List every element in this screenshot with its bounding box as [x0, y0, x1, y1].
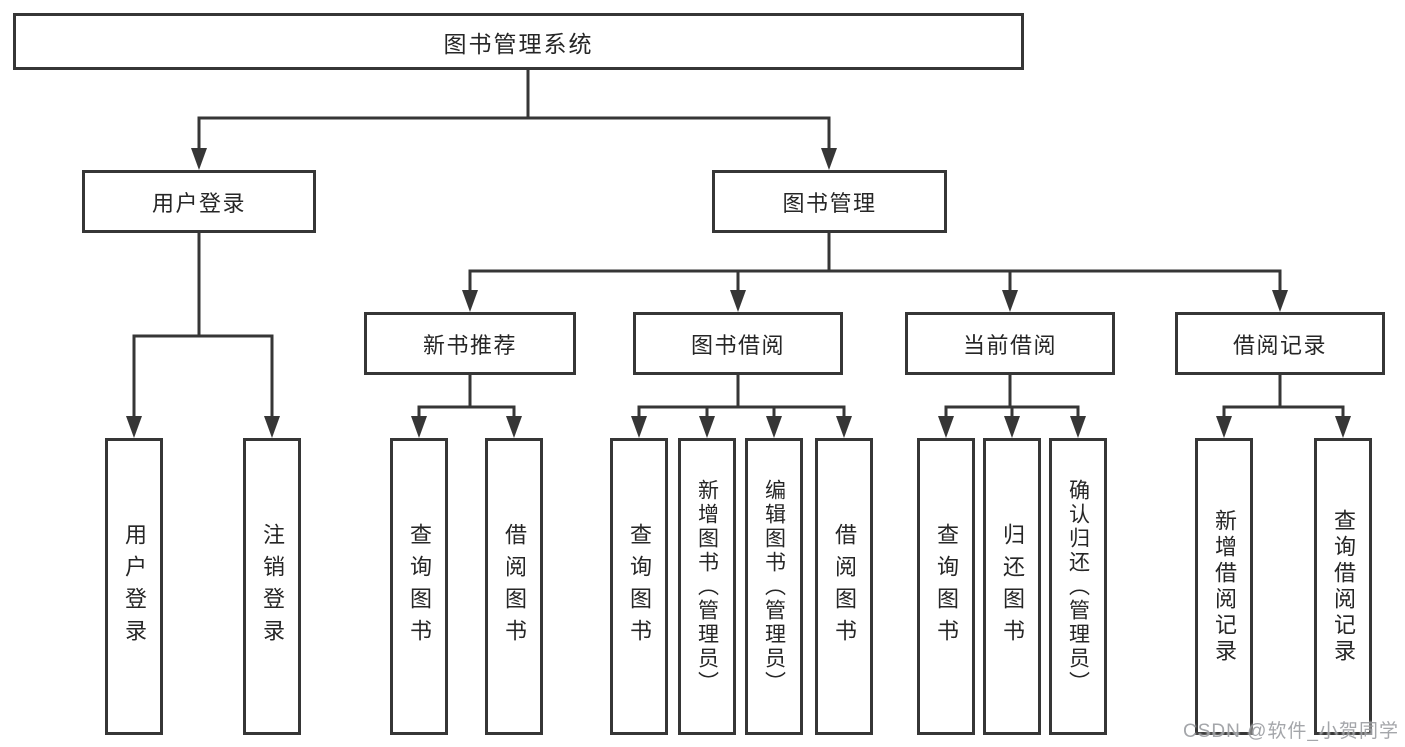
leaf-return-books: 归还图书	[983, 438, 1041, 735]
node-borrow-records-label: 借阅记录	[1232, 332, 1327, 358]
node-book-management: 图书管理	[712, 170, 947, 233]
node-book-management-label: 图书管理	[782, 190, 877, 216]
leaf-query-books-borrow-label: 查询图书	[627, 522, 652, 651]
leaf-query-borrow-record-label: 查询借阅记录	[1331, 508, 1356, 665]
leaf-add-borrow-record-label: 新增借阅记录	[1212, 508, 1237, 665]
node-book-borrow: 图书借阅	[633, 312, 843, 375]
node-user-login-label: 用户登录	[151, 190, 246, 216]
leaf-logout-label: 注销登录	[260, 522, 285, 651]
leaf-confirm-return-admin: 确认归还（管理员）	[1049, 438, 1107, 735]
leaf-edit-books-admin-label: 编辑图书（管理员）	[762, 478, 786, 695]
node-user-login: 用户登录	[82, 170, 316, 233]
node-new-book-recommend: 新书推荐	[364, 312, 576, 375]
watermark: CSDN @软件_小贺同学	[1183, 721, 1399, 742]
leaf-query-borrow-record: 查询借阅记录	[1314, 438, 1372, 735]
node-current-borrow: 当前借阅	[905, 312, 1115, 375]
leaf-add-borrow-record: 新增借阅记录	[1195, 438, 1253, 735]
node-borrow-records: 借阅记录	[1175, 312, 1385, 375]
leaf-borrow-books-recommend: 借阅图书	[485, 438, 543, 735]
leaf-user-login-label: 用户登录	[122, 522, 147, 651]
leaf-confirm-return-admin-label: 确认归还（管理员）	[1066, 478, 1090, 695]
leaf-query-books-recommend: 查询图书	[390, 438, 448, 735]
node-new-book-recommend-label: 新书推荐	[422, 332, 517, 358]
node-book-borrow-label: 图书借阅	[690, 332, 785, 358]
leaf-add-books-admin-label: 新增图书（管理员）	[695, 478, 719, 695]
leaf-query-books-current-label: 查询图书	[934, 522, 959, 651]
node-root-label: 图书管理系统	[443, 30, 594, 57]
leaf-edit-books-admin: 编辑图书（管理员）	[745, 438, 803, 735]
node-current-borrow-label: 当前借阅	[962, 332, 1057, 358]
leaf-return-books-label: 归还图书	[1000, 522, 1025, 651]
leaf-add-books-admin: 新增图书（管理员）	[678, 438, 736, 735]
leaf-query-books-borrow: 查询图书	[610, 438, 668, 735]
leaf-borrow-books-recommend-label: 借阅图书	[502, 522, 527, 651]
arrowheads	[126, 148, 1351, 438]
leaf-query-books-current: 查询图书	[917, 438, 975, 735]
leaf-user-login: 用户登录	[105, 438, 163, 735]
node-root-system: 图书管理系统	[13, 13, 1024, 70]
leaf-logout: 注销登录	[243, 438, 301, 735]
leaf-query-books-recommend-label: 查询图书	[407, 522, 432, 651]
leaf-borrow-books-label: 借阅图书	[832, 522, 857, 651]
leaf-borrow-books: 借阅图书	[815, 438, 873, 735]
